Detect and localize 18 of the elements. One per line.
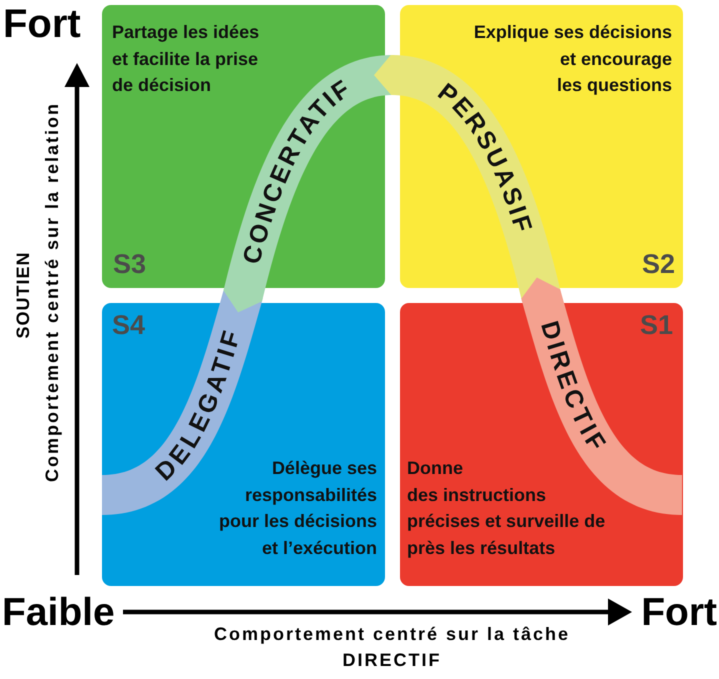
- description-text: Délègue ses responsabilités pour les décisions et l’exécution: [218, 458, 377, 560]
- axis-end-label: Fort: [3, 4, 81, 44]
- axis-title: DIRECTIF: [342, 649, 442, 671]
- axis-title: Comportement centré sur la tâche: [214, 623, 570, 645]
- style-code: S3: [113, 249, 146, 279]
- description-text: Explique ses décisions et encourage les questions: [474, 21, 672, 95]
- flow-arrowhead: [521, 278, 561, 302]
- style-code: S1: [640, 310, 673, 340]
- description-text: Donne des instructions précises et surveille de près les résultats: [407, 457, 606, 560]
- style-code: S2: [642, 249, 675, 279]
- axis-end-label: Faible: [2, 593, 115, 632]
- style-code: S4: [112, 310, 146, 340]
- axis-end-label: Fort: [641, 593, 717, 632]
- axis-title: Comportement centré sur la relation: [41, 102, 63, 482]
- flow-arrowhead: [223, 288, 263, 312]
- flow-arrowhead: [374, 54, 394, 95]
- axis-title: SOUTIEN: [12, 252, 34, 338]
- description-text: Partage les idées et facilite la prise de décision: [112, 21, 260, 95]
